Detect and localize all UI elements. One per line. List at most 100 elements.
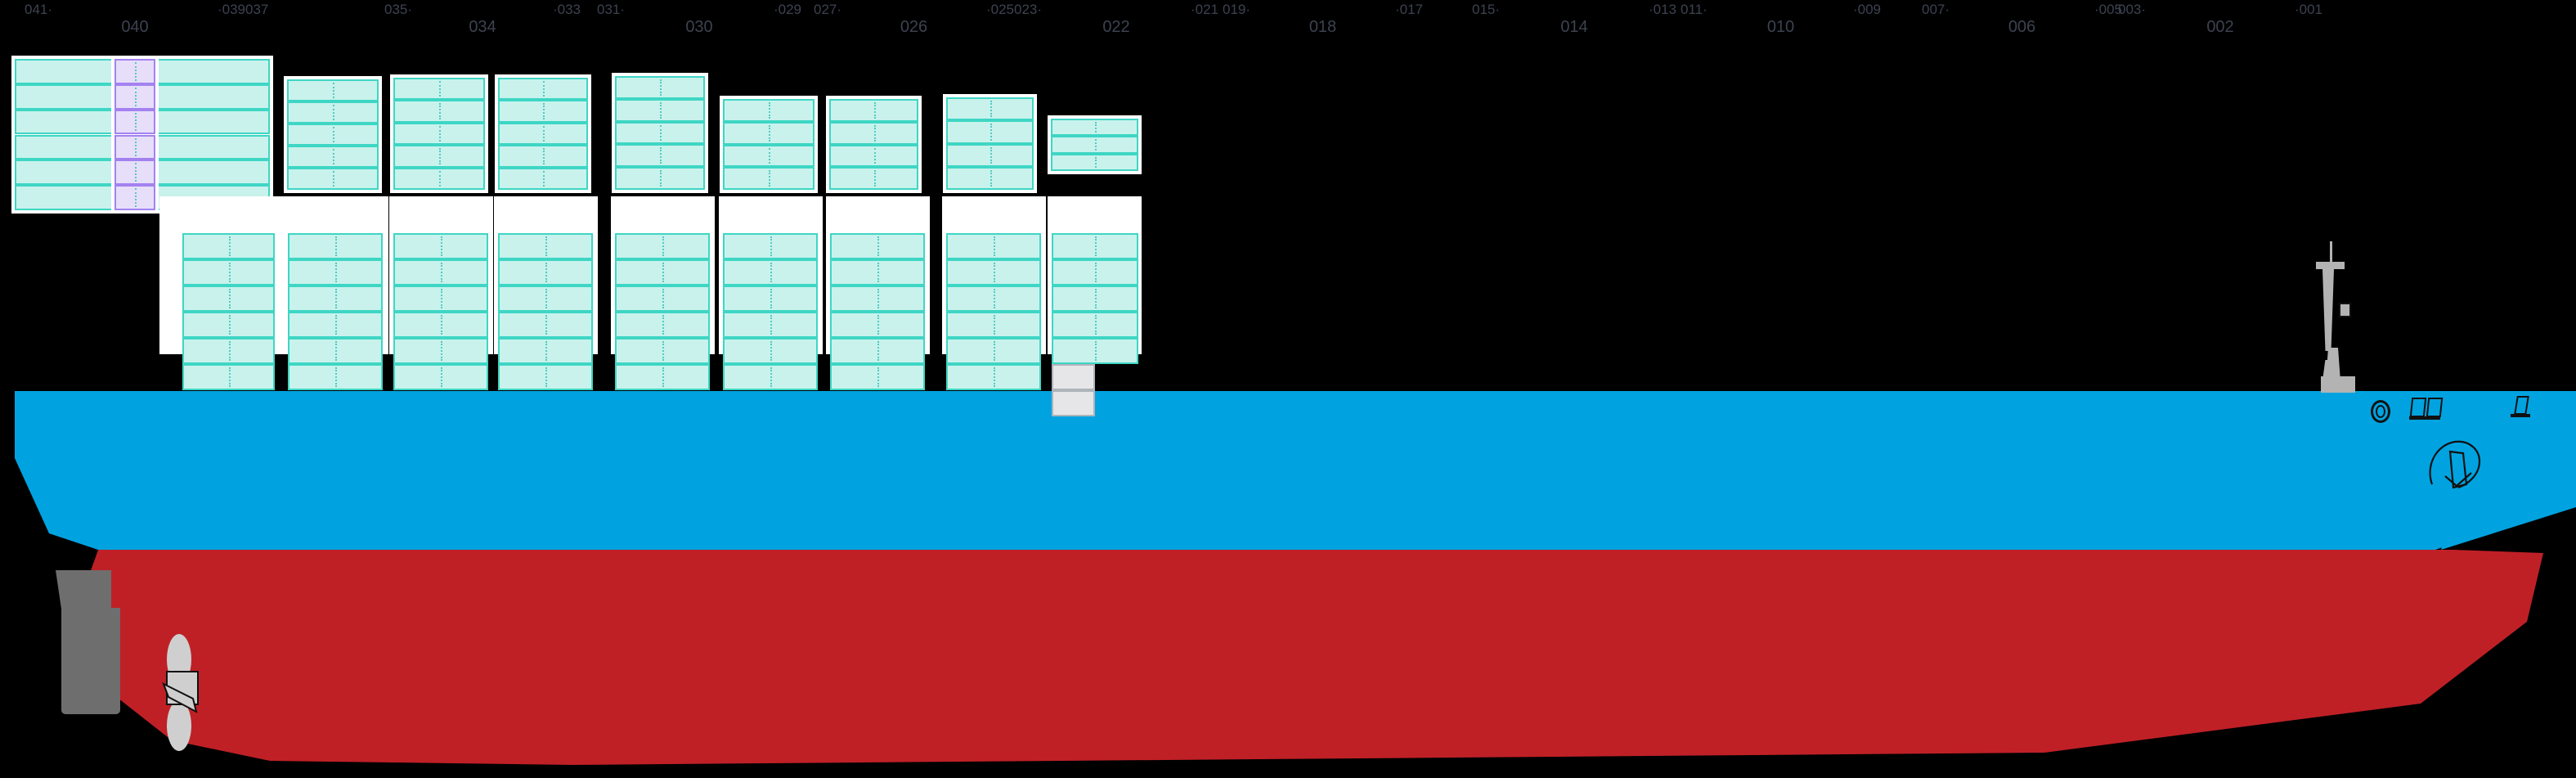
container-cell[interactable] <box>723 338 818 364</box>
container-cell[interactable] <box>946 286 1041 312</box>
container-cell[interactable] <box>393 259 488 286</box>
container-cell[interactable] <box>498 364 593 390</box>
bay-group-037[interactable]: 037 <box>245 0 360 47</box>
container-cell[interactable] <box>288 338 383 364</box>
container-cell[interactable] <box>723 121 815 145</box>
container-cell[interactable] <box>723 99 815 122</box>
container-cell[interactable] <box>393 145 485 168</box>
hold-bay-010[interactable] <box>942 196 1046 390</box>
container-cell[interactable] <box>182 312 275 338</box>
container-cell[interactable] <box>498 122 588 146</box>
container-cell[interactable] <box>615 259 710 286</box>
container-cell[interactable] <box>829 167 918 190</box>
container-cell[interactable] <box>393 312 488 338</box>
container-cell[interactable] <box>498 259 593 286</box>
container-cell[interactable] <box>287 124 379 146</box>
container-cell[interactable] <box>946 143 1034 167</box>
container-cell-empty[interactable] <box>1052 364 1095 390</box>
hold-bay-030[interactable] <box>389 196 493 390</box>
container-cell[interactable] <box>1052 312 1138 338</box>
container-cell[interactable] <box>498 233 593 259</box>
container-cell[interactable] <box>393 286 488 312</box>
container-cell[interactable] <box>287 79 379 101</box>
container-cell[interactable] <box>288 286 383 312</box>
container-cell[interactable] <box>723 233 818 259</box>
deck-bay-040-lilac[interactable] <box>111 56 159 214</box>
container-cell[interactable] <box>288 259 383 286</box>
container-cell[interactable] <box>498 338 593 364</box>
container-cell[interactable] <box>1051 119 1138 137</box>
container-cell[interactable] <box>946 166 1034 190</box>
deck-bay-014[interactable] <box>826 96 922 193</box>
container-cell[interactable] <box>114 185 155 210</box>
deck-bay-018[interactable] <box>720 96 818 193</box>
container-cell[interactable] <box>393 78 485 101</box>
hold-bay-006[interactable] <box>1048 196 1142 416</box>
container-cell[interactable] <box>723 312 818 338</box>
container-cell[interactable] <box>1052 286 1138 312</box>
container-cell[interactable] <box>723 167 815 190</box>
container-cell[interactable] <box>946 312 1041 338</box>
deck-bay-034[interactable] <box>284 76 382 193</box>
container-cell[interactable] <box>829 99 918 122</box>
container-cell[interactable] <box>498 145 588 168</box>
container-cell[interactable] <box>393 167 485 190</box>
container-cell[interactable] <box>288 312 383 338</box>
container-cell[interactable] <box>114 59 155 84</box>
container-cell[interactable] <box>723 144 815 168</box>
container-cell[interactable] <box>498 286 593 312</box>
container-cell[interactable] <box>946 120 1034 144</box>
container-cell[interactable] <box>287 146 379 168</box>
container-cell[interactable] <box>288 233 383 259</box>
container-cell[interactable] <box>114 134 155 160</box>
container-cell[interactable] <box>946 233 1041 259</box>
container-cell[interactable] <box>830 233 925 259</box>
container-cell[interactable] <box>615 286 710 312</box>
container-cell[interactable] <box>498 100 588 123</box>
container-cell[interactable] <box>615 121 705 145</box>
container-cell[interactable] <box>498 312 593 338</box>
container-cell[interactable] <box>1052 338 1138 364</box>
container-cell[interactable] <box>182 286 275 312</box>
container-cell[interactable] <box>830 259 925 286</box>
hold-bay-040[interactable] <box>159 196 282 390</box>
container-cell[interactable] <box>114 109 155 135</box>
container-cell[interactable] <box>615 76 705 99</box>
container-cell[interactable] <box>723 259 818 286</box>
container-cell[interactable] <box>830 312 925 338</box>
hold-bay-018[interactable] <box>719 196 823 390</box>
container-cell[interactable] <box>615 98 705 122</box>
container-cell[interactable] <box>946 97 1034 121</box>
container-cell[interactable] <box>829 121 918 145</box>
hold-bay-014[interactable] <box>826 196 930 390</box>
container-cell[interactable] <box>498 167 588 190</box>
container-cell[interactable] <box>114 83 155 110</box>
container-cell[interactable] <box>723 286 818 312</box>
container-cell[interactable] <box>182 338 275 364</box>
container-cell[interactable] <box>393 100 485 123</box>
container-cell[interactable] <box>182 233 275 259</box>
container-cell[interactable] <box>615 167 705 190</box>
deck-bay-026[interactable] <box>495 74 591 193</box>
hold-bay-034[interactable] <box>282 196 388 390</box>
container-cell[interactable] <box>393 122 485 146</box>
container-cell[interactable] <box>615 312 710 338</box>
container-cell[interactable] <box>830 364 925 390</box>
container-cell[interactable] <box>393 338 488 364</box>
container-cell[interactable] <box>615 144 705 168</box>
container-cell[interactable] <box>287 101 379 124</box>
deck-bay-022[interactable] <box>612 73 708 193</box>
container-cell[interactable] <box>1052 233 1138 259</box>
container-cell[interactable] <box>1051 136 1138 154</box>
deck-bay-030[interactable] <box>390 74 488 193</box>
container-cell[interactable] <box>829 144 918 168</box>
container-cell[interactable] <box>1051 153 1138 171</box>
